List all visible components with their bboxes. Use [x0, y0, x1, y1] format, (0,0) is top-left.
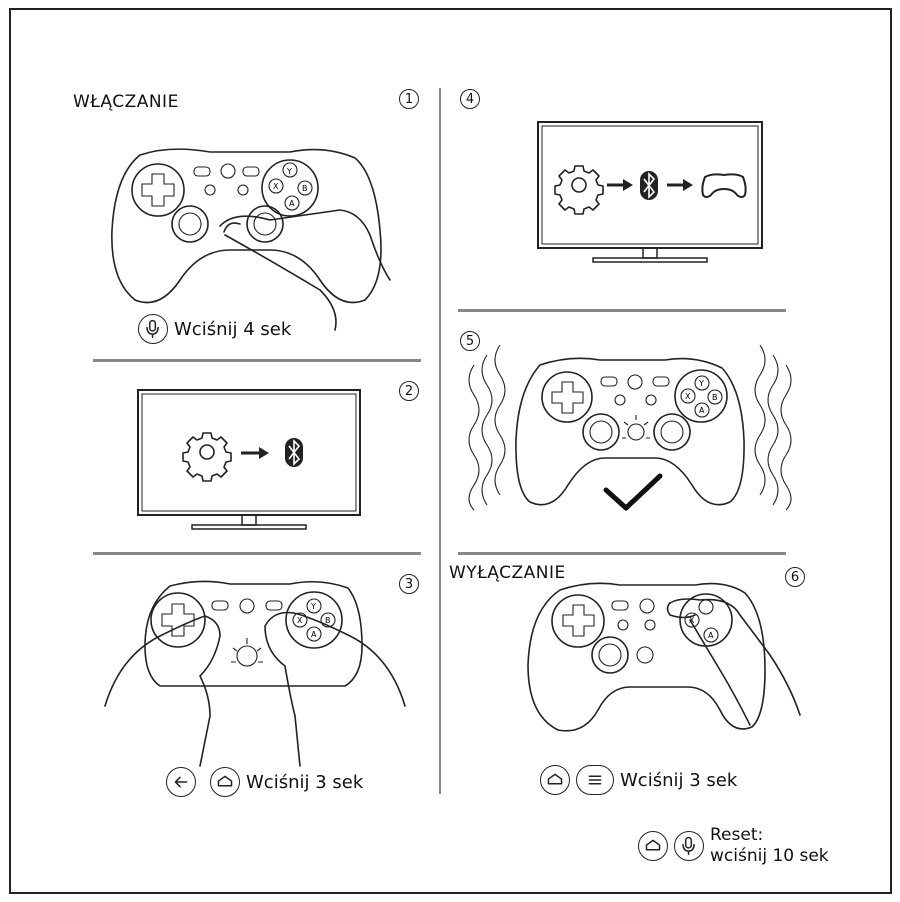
svg-text:Y: Y — [698, 379, 704, 388]
home-button-icon — [210, 767, 240, 797]
divider-right-2 — [458, 552, 786, 555]
step-number-1: 1 — [399, 89, 419, 109]
reset-duration: wciśnij 10 sek — [710, 846, 829, 866]
controller-two-hands-illustration: YX BA — [104, 580, 406, 767]
step-number-5: 5 — [460, 331, 480, 351]
home-button-icon — [540, 765, 570, 795]
svg-text:X: X — [685, 392, 691, 401]
step6-caption-text: Wciśnij 3 sek — [620, 769, 738, 791]
step-number-3: 3 — [399, 574, 419, 594]
svg-text:A: A — [708, 631, 714, 640]
svg-text:X: X — [689, 616, 695, 625]
page-frame — [9, 8, 892, 894]
svg-text:A: A — [311, 630, 317, 639]
svg-text:B: B — [712, 393, 718, 402]
settings-gear-icon — [182, 432, 232, 482]
divider-left-1 — [93, 359, 421, 362]
step-number-4: 4 — [460, 89, 480, 109]
step3-caption-text: Wciśnij 3 sek — [246, 771, 364, 793]
divider-right-1 — [458, 309, 786, 312]
heading-power-on: WŁĄCZANIE — [73, 92, 179, 112]
step-number-2: 2 — [399, 381, 419, 401]
controller-press-illustration: YX BA — [111, 148, 391, 331]
checkmark-icon — [603, 473, 663, 511]
center-divider — [439, 88, 441, 794]
reset-instruction: Reset: wciśnij 10 sek — [638, 825, 829, 867]
reset-label: Reset: — [710, 825, 764, 845]
controller-vibration-illustration: YX BA — [468, 344, 792, 511]
svg-text:B: B — [302, 184, 308, 193]
svg-text:A: A — [699, 406, 705, 415]
mic-button-icon — [138, 314, 168, 344]
menu-button-icon — [576, 765, 614, 795]
tv-settings-bluetooth-illustration — [137, 389, 361, 530]
vibration-icon — [468, 344, 792, 511]
step6-caption: Wciśnij 3 sek — [540, 765, 737, 795]
heading-power-off: WYŁĄCZANIE — [449, 563, 566, 583]
settings-gear-icon — [554, 165, 604, 215]
tv-settings-bluetooth-controller-illustration — [537, 121, 763, 263]
svg-text:B: B — [325, 616, 331, 625]
mic-button-icon — [674, 831, 704, 861]
svg-text:X: X — [273, 182, 279, 191]
step1-caption: Wciśnij 4 sek — [138, 314, 291, 344]
svg-text:X: X — [297, 616, 303, 625]
reset-text: Reset: wciśnij 10 sek — [710, 825, 829, 867]
divider-left-2 — [93, 552, 421, 555]
controller-power-off-illustration: XA — [527, 582, 801, 732]
back-button-icon — [166, 767, 196, 797]
step3-caption: Wciśnij 3 sek — [166, 767, 363, 797]
svg-text:A: A — [289, 199, 295, 208]
step-number-6: 6 — [785, 567, 805, 587]
step1-caption-text: Wciśnij 4 sek — [174, 318, 292, 340]
svg-text:Y: Y — [286, 167, 292, 176]
svg-text:Y: Y — [310, 602, 316, 611]
home-button-icon — [638, 831, 668, 861]
